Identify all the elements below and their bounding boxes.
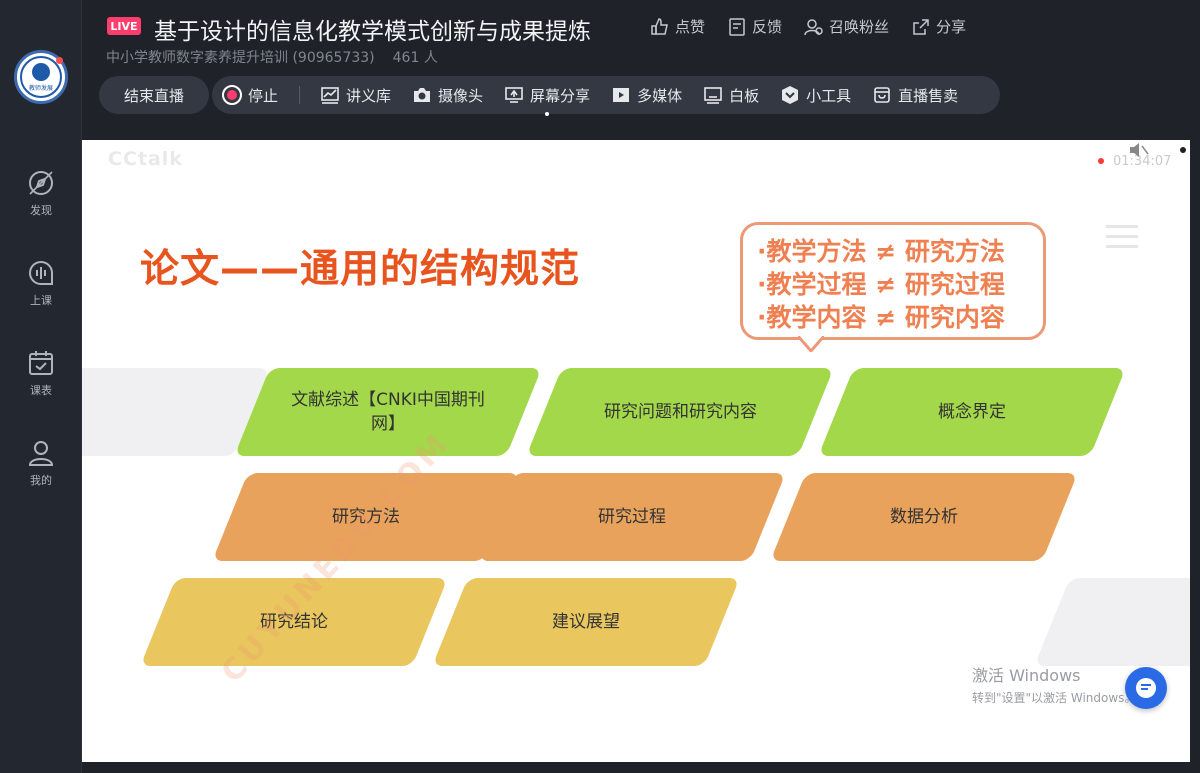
toolbox-icon — [782, 86, 799, 104]
chat-icon — [1136, 678, 1156, 698]
share-icon — [913, 18, 929, 35]
sidebar-item-mine[interactable]: 我的 — [0, 438, 82, 488]
bubble-line: ·教学方法 ≠ 研究方法 — [757, 237, 1005, 266]
fans-icon — [804, 18, 823, 35]
live-sale-button[interactable]: 直播售卖 — [872, 85, 958, 106]
feedback-button[interactable]: 反馈 — [727, 16, 782, 37]
record-stop-icon — [222, 85, 242, 105]
org-logo[interactable]: 教师发展 — [14, 50, 68, 104]
menu-icon — [1106, 225, 1138, 249]
shop-icon — [874, 87, 890, 103]
broadcast-icon — [29, 261, 53, 285]
sidebar-item-class[interactable]: 上课 — [0, 258, 82, 308]
bubble-line: ·教学过程 ≠ 研究过程 — [757, 270, 1005, 299]
user-icon — [28, 441, 54, 466]
slide-decoration — [1034, 578, 1190, 666]
screen-share-stage: CCtalk 01:34:07 论文——通用的结构规范 ·教学方法 ≠ 研究方法… — [82, 140, 1190, 762]
windows-activation-notice: 激活 Windows 转到"设置"以激活 Windows。 — [972, 666, 1137, 705]
multimedia-button[interactable]: 多媒体 — [611, 85, 682, 106]
logo-emblem-icon — [32, 62, 50, 81]
camera-button[interactable]: 摄像头 — [412, 85, 483, 106]
tools-button[interactable]: 小工具 — [780, 85, 851, 106]
like-button[interactable]: 点赞 — [650, 16, 705, 37]
brand-watermark: CCtalk — [108, 148, 183, 170]
slide-block: 研究过程 — [478, 473, 786, 561]
live-badge: LIVE — [107, 17, 141, 35]
toolbar-divider — [299, 86, 301, 104]
notification-dot — [56, 57, 63, 64]
stop-button[interactable]: 停止 — [222, 85, 278, 106]
volume-icon[interactable] — [1128, 140, 1150, 160]
live-header: LIVE 基于设计的信息化教学模式创新与成果提炼 点赞 反馈 召唤粉丝 分享 中… — [82, 0, 1200, 128]
active-indicator — [545, 111, 550, 116]
channel-name: 中小学教师数字素养提升培训 (90965733) — [106, 50, 375, 66]
live-toolbar: 停止 讲义库 摄像头 屏幕分享 多媒体 白板 — [212, 76, 1000, 116]
camera-icon — [414, 88, 431, 102]
slide-block: 数据分析 — [770, 473, 1078, 561]
slide-block: 建议展望 — [432, 578, 740, 666]
chat-button[interactable] — [1125, 667, 1167, 709]
left-sidebar: 教师发展 发现 上课 课表 我的 — [0, 0, 82, 773]
compass-icon — [29, 171, 53, 195]
live-title: 基于设计的信息化教学模式创新与成果提炼 — [154, 19, 591, 45]
slide-title: 论文——通用的结构规范 — [140, 247, 581, 292]
feedback-icon — [729, 17, 745, 36]
summon-fans-button[interactable]: 召唤粉丝 — [804, 16, 889, 37]
screen-share-icon — [505, 87, 523, 103]
sidebar-item-discover[interactable]: 发现 — [0, 168, 82, 218]
viewer-count: 461 人 — [392, 50, 438, 66]
live-timer: 01:34:07 — [1113, 154, 1172, 169]
chart-icon — [321, 87, 339, 104]
slide-block: 概念界定 — [818, 368, 1126, 456]
calendar-icon — [29, 351, 53, 375]
play-icon — [613, 88, 630, 102]
sidebar-item-schedule[interactable]: 课表 — [0, 348, 82, 398]
channel-info: 中小学教师数字素养提升培训 (90965733) 461 人 — [106, 47, 438, 67]
note-bubble: ·教学方法 ≠ 研究方法 ·教学过程 ≠ 研究过程 ·教学内容 ≠ 研究内容 — [740, 222, 1046, 340]
bubble-tail — [798, 336, 824, 352]
slide-block: 研究问题和研究内容 — [526, 368, 834, 456]
bubble-line: ·教学内容 ≠ 研究内容 — [757, 303, 1005, 332]
screen-share-button[interactable]: 屏幕分享 — [504, 85, 590, 116]
recording-dot — [1098, 158, 1104, 164]
slide-block: 文献综述【CNKI中国期刊网】 — [234, 368, 542, 456]
whiteboard-button[interactable]: 白板 — [703, 85, 759, 106]
share-button[interactable]: 分享 — [911, 16, 966, 37]
status-dot — [1180, 147, 1186, 153]
thumbs-up-icon — [651, 17, 668, 35]
whiteboard-icon — [704, 87, 722, 104]
header-actions: 点赞 反馈 召唤粉丝 分享 — [650, 16, 966, 37]
end-live-button[interactable]: 结束直播 — [99, 76, 209, 114]
handout-library-button[interactable]: 讲义库 — [320, 85, 391, 106]
